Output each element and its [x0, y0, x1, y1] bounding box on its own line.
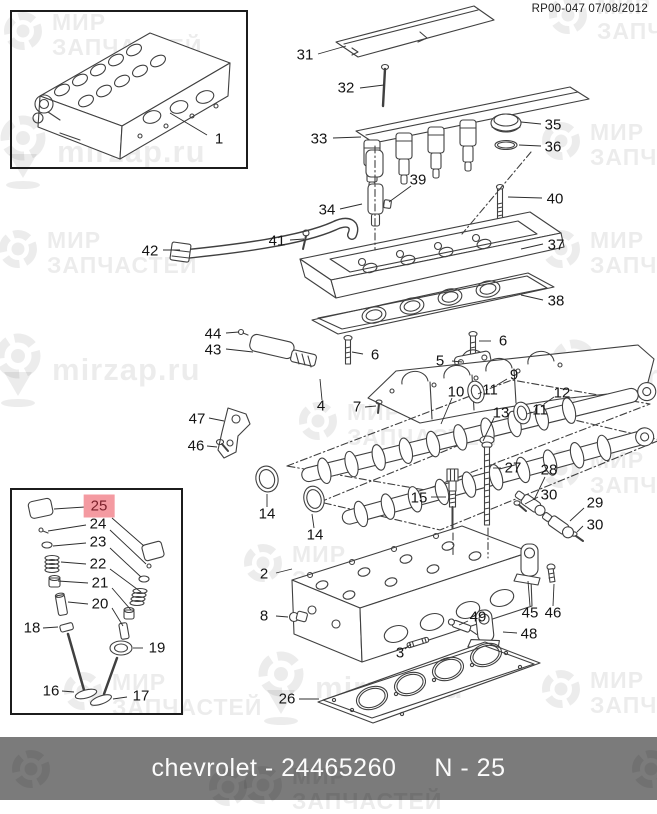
part-label-26[interactable]: 26 — [279, 692, 296, 707]
part-label-37[interactable]: 37 — [548, 238, 565, 253]
part-label-14[interactable]: 14 — [259, 507, 276, 522]
part-label-27[interactable]: 27 — [505, 461, 522, 476]
part-label-34[interactable]: 34 — [319, 203, 336, 218]
part-label-46[interactable]: 46 — [545, 606, 562, 621]
part-label-47[interactable]: 47 — [189, 412, 206, 427]
part-art-29 — [540, 510, 576, 540]
part-label-23[interactable]: 23 — [90, 535, 107, 550]
part-label-30[interactable]: 30 — [587, 518, 604, 533]
footer-sheet-ref: N - 25 — [434, 754, 505, 783]
part-label-10[interactable]: 10 — [448, 385, 465, 400]
part-label-29[interactable]: 29 — [587, 496, 604, 511]
part-label-35[interactable]: 35 — [545, 118, 562, 133]
part-label-21[interactable]: 21 — [92, 576, 109, 591]
part-label-30[interactable]: 30 — [541, 488, 558, 503]
part-art-47 — [218, 408, 250, 458]
part-label-22[interactable]: 22 — [90, 557, 107, 572]
part-label-39[interactable]: 39 — [410, 173, 427, 188]
part-art-43 — [249, 333, 317, 367]
part-label-16[interactable]: 16 — [43, 684, 60, 699]
part-label-33[interactable]: 33 — [311, 132, 328, 147]
part-label-19[interactable]: 19 — [149, 641, 166, 656]
part-label-8[interactable]: 8 — [260, 609, 268, 624]
part-label-9[interactable]: 9 — [510, 368, 518, 383]
part-label-11[interactable]: 11 — [532, 403, 548, 418]
part-art-46b — [547, 564, 555, 582]
part-label-1[interactable]: 1 — [215, 132, 223, 147]
part-label-20[interactable]: 20 — [92, 597, 109, 612]
part-label-6[interactable]: 6 — [371, 348, 379, 363]
part-label-38[interactable]: 38 — [548, 294, 565, 309]
part-label-42[interactable]: 42 — [142, 244, 159, 259]
part-label-4[interactable]: 4 — [317, 399, 325, 414]
part-label-12[interactable]: 12 — [554, 386, 571, 401]
part-label-28[interactable]: 28 — [541, 463, 558, 478]
part-label-14[interactable]: 14 — [307, 528, 324, 543]
footer-text: chevrolet - 24465260 N - 25 — [0, 737, 657, 800]
part-art-8 — [290, 611, 308, 622]
part-art-13 — [339, 422, 657, 532]
part-label-5[interactable]: 5 — [436, 354, 444, 369]
part-label-18[interactable]: 18 — [24, 621, 41, 636]
part-label-3[interactable]: 3 — [396, 646, 404, 661]
part-label-32[interactable]: 32 — [338, 81, 355, 96]
part-art-36 — [495, 141, 517, 150]
part-label-36[interactable]: 36 — [545, 140, 562, 155]
assembly-art — [33, 33, 230, 159]
part-label-2[interactable]: 2 — [260, 567, 268, 582]
part-label-43[interactable]: 43 — [205, 343, 222, 358]
part-label-49[interactable]: 49 — [470, 610, 487, 625]
part-label-25[interactable]: 25 — [84, 495, 115, 518]
doc-ref: RP00-047 07/08/2012 — [532, 3, 648, 15]
part-label-45[interactable]: 45 — [522, 606, 539, 621]
footer-catalog-number: chevrolet - 24465260 — [152, 754, 397, 783]
part-art-44 — [239, 330, 249, 336]
part-label-40[interactable]: 40 — [547, 192, 564, 207]
part-label-17[interactable]: 17 — [133, 689, 150, 704]
part-label-6[interactable]: 6 — [499, 334, 507, 349]
part-label-24[interactable]: 24 — [90, 517, 107, 532]
diagram-art — [0, 0, 657, 737]
part-art-35 — [491, 114, 521, 132]
part-label-46[interactable]: 46 — [188, 439, 205, 454]
part-label-11[interactable]: 11 — [482, 383, 498, 398]
part-label-41[interactable]: 41 — [269, 234, 286, 249]
part-label-48[interactable]: 48 — [521, 627, 538, 642]
part-label-31[interactable]: 31 — [297, 48, 314, 63]
part-label-13[interactable]: 13 — [493, 406, 510, 421]
part-art-31 — [336, 6, 494, 57]
part-label-15[interactable]: 15 — [411, 491, 428, 506]
part-label-44[interactable]: 44 — [205, 327, 222, 342]
part-label-7[interactable]: 7 — [353, 400, 361, 415]
